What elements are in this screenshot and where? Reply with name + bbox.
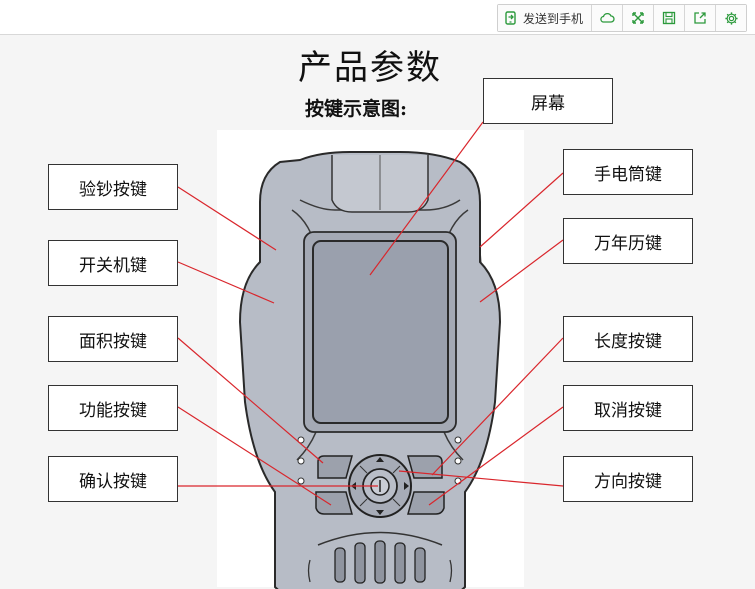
- cloud-icon: [600, 12, 615, 23]
- send-to-phone-button[interactable]: 发送到手机: [497, 5, 592, 31]
- label-calendar-key: 万年历键: [563, 218, 693, 264]
- send-to-phone-label: 发送到手机: [522, 11, 583, 26]
- expand-button[interactable]: [623, 5, 654, 31]
- label-function-key: 功能按键: [48, 385, 178, 431]
- label-money-check-key: 验钞按键: [48, 164, 178, 210]
- label-confirm-key: 确认按键: [48, 456, 178, 502]
- expand-icon: [632, 12, 644, 24]
- toolbar: 发送到手机: [496, 4, 747, 32]
- label-power-key: 开关机键: [48, 240, 178, 286]
- page-subtitle: 按键示意图:: [305, 98, 408, 120]
- label-flashlight-key: 手电筒键: [563, 149, 693, 195]
- cloud-button[interactable]: [592, 5, 623, 31]
- share-button[interactable]: [685, 5, 716, 31]
- top-bar: 发送到手机: [0, 0, 755, 35]
- label-length-key: 长度按键: [563, 316, 693, 362]
- share-icon: [694, 12, 706, 24]
- phone-send-icon: [505, 11, 516, 25]
- save-icon: [662, 11, 676, 25]
- label-screen: 屏幕: [483, 78, 613, 124]
- label-area-key: 面积按键: [48, 316, 178, 362]
- label-direction-key: 方向按键: [563, 456, 693, 502]
- settings-button[interactable]: [716, 5, 746, 31]
- page-title: 产品参数: [298, 48, 442, 88]
- gear-icon: [724, 11, 738, 25]
- label-cancel-key: 取消按键: [563, 385, 693, 431]
- save-button[interactable]: [654, 5, 685, 31]
